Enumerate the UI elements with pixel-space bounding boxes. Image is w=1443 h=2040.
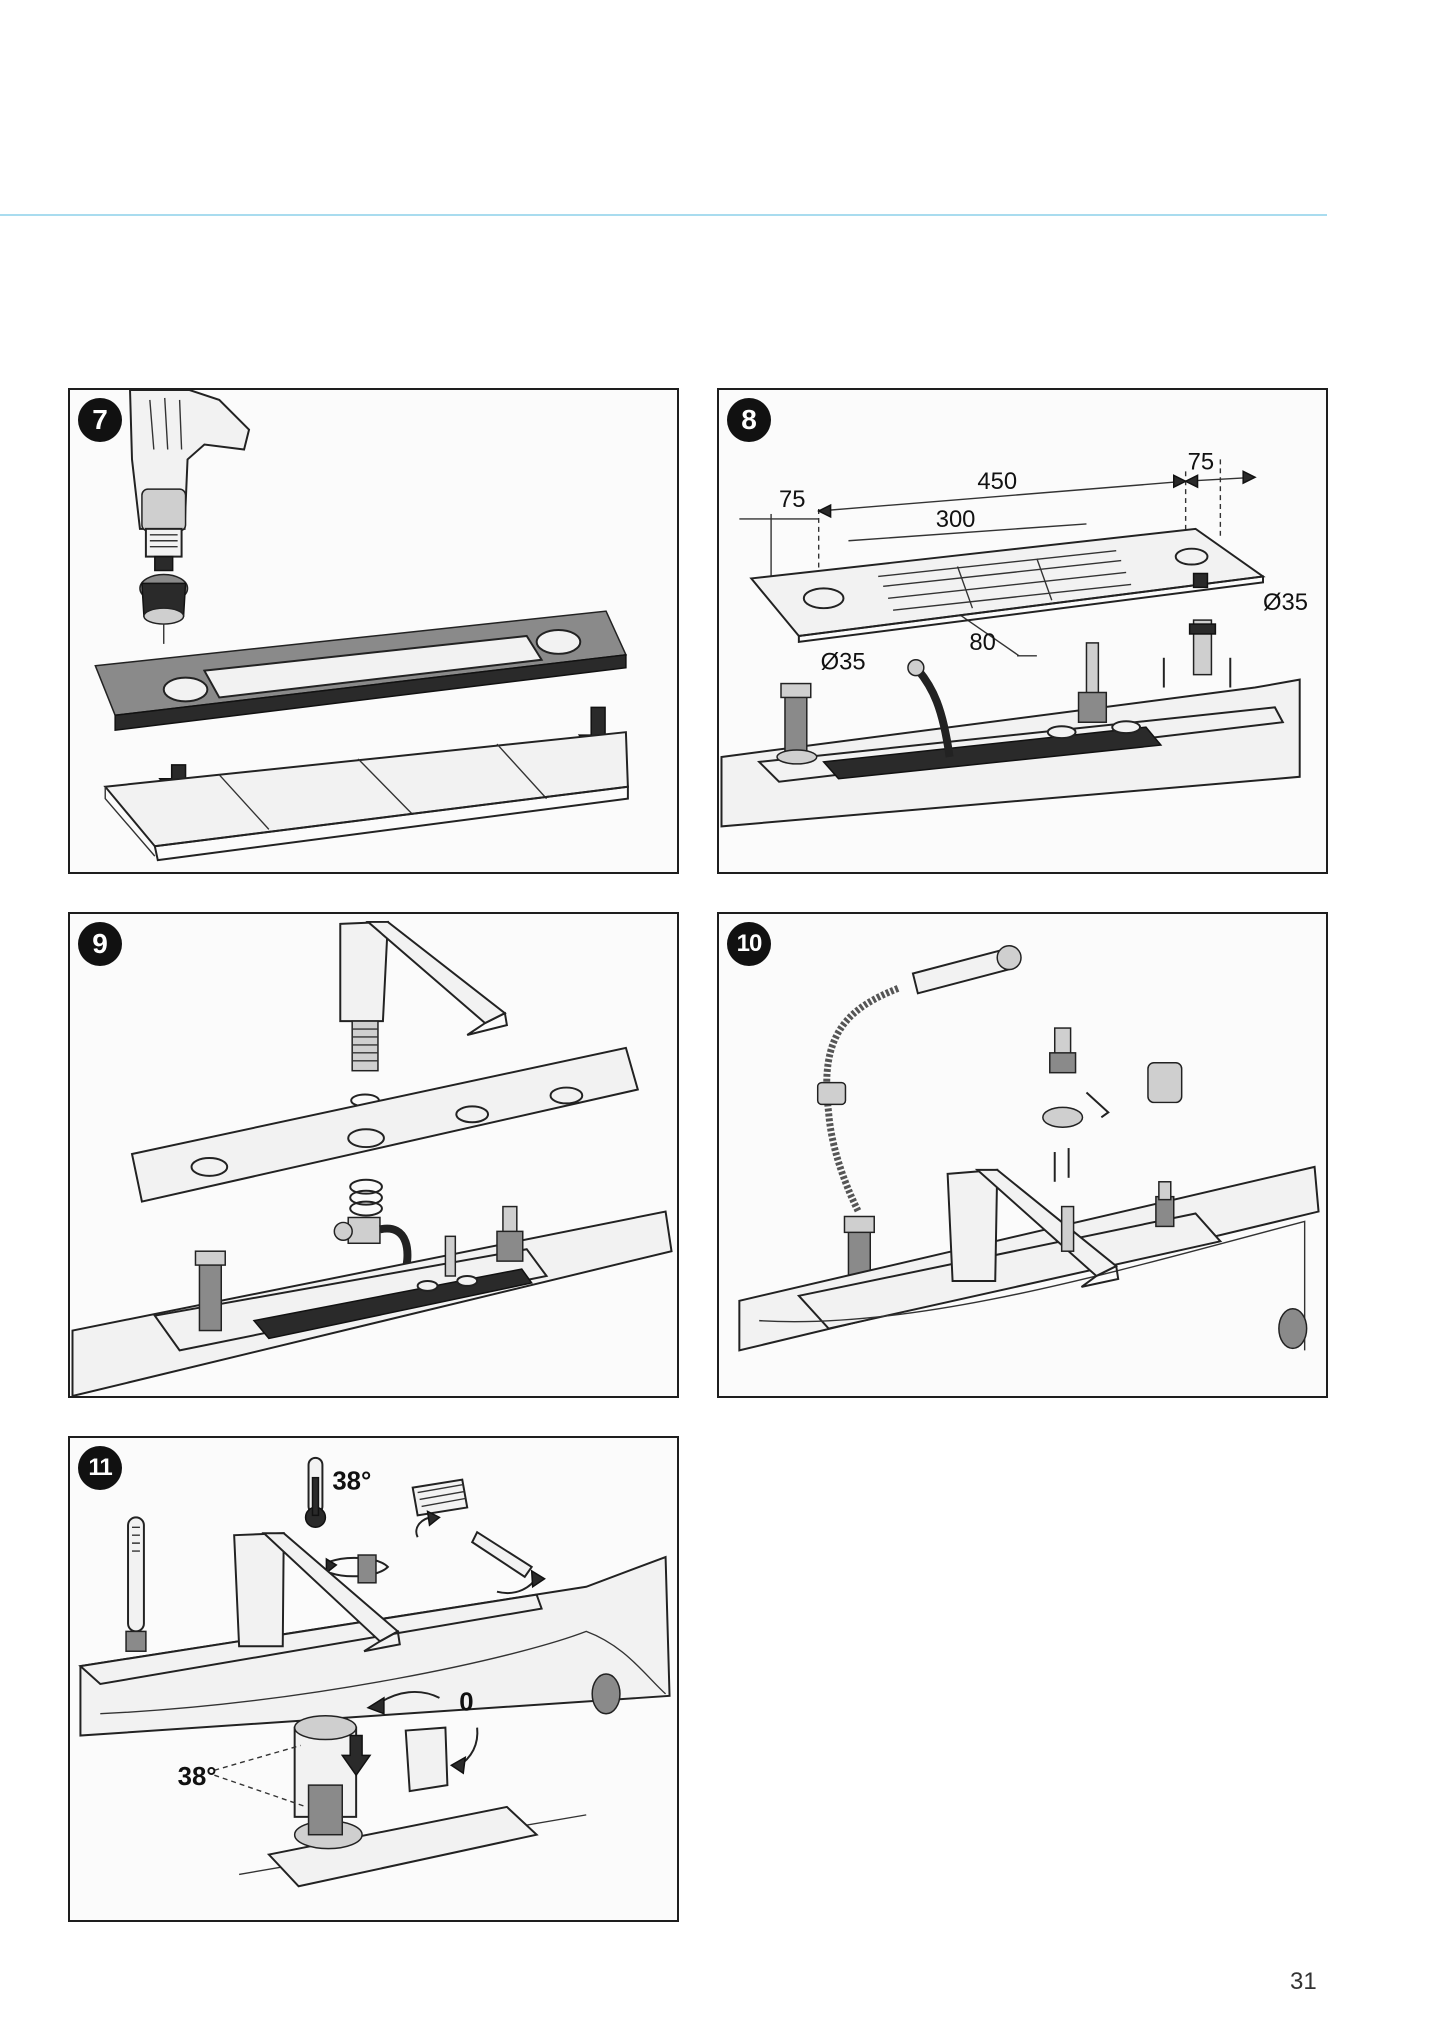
dim-300: 300 — [936, 506, 976, 533]
step-8-badge: 8 — [727, 398, 771, 442]
thermometer-icon — [304, 1456, 327, 1529]
dim-450: 450 — [977, 468, 1017, 495]
step-9-badge: 9 — [78, 922, 122, 966]
temp-label-top: 38° — [332, 1468, 371, 1496]
step-7-badge: 7 — [78, 398, 122, 442]
drilling-template — [749, 527, 1266, 638]
header-rule — [0, 214, 1327, 216]
step-11-illustration: 38° — [78, 1456, 671, 1888]
step-10-illustration — [738, 944, 1320, 1352]
page-number: 31 — [1290, 1968, 1317, 1995]
drill-icon — [129, 390, 251, 644]
step-10-panel: 10 — [717, 912, 1328, 1398]
bath-spout-icon — [339, 920, 509, 1072]
dim-80: 80 — [969, 629, 995, 656]
deck-plate — [130, 1046, 640, 1203]
dim-75-left: 75 — [779, 486, 805, 513]
zero-position-label: 0 — [459, 1689, 473, 1717]
step-9-panel: 9 — [68, 912, 679, 1398]
dim-75-right: 75 — [1188, 448, 1214, 475]
dim-dia-left: Ø35 — [821, 649, 866, 676]
step-7-illustration — [94, 390, 629, 862]
step-10-badge: 10 — [727, 922, 771, 966]
step-8-illustration: 75 450 75 300 80 Ø35 Ø35 — [720, 448, 1308, 828]
step-7-panel: 7 — [68, 388, 679, 874]
temp-label-bottom: 38° — [178, 1763, 217, 1791]
dim-dia-right: Ø35 — [1263, 589, 1308, 616]
step-11-panel: 11 38° — [68, 1436, 679, 1922]
step-11-badge: 11 — [78, 1446, 122, 1490]
basket-icon — [411, 1478, 469, 1517]
hand-shower-icon — [816, 944, 1022, 1214]
step-8-panel: 8 75 450 75 300 80 Ø35 Ø35 — [717, 388, 1328, 874]
step-9-illustration — [71, 920, 673, 1396]
